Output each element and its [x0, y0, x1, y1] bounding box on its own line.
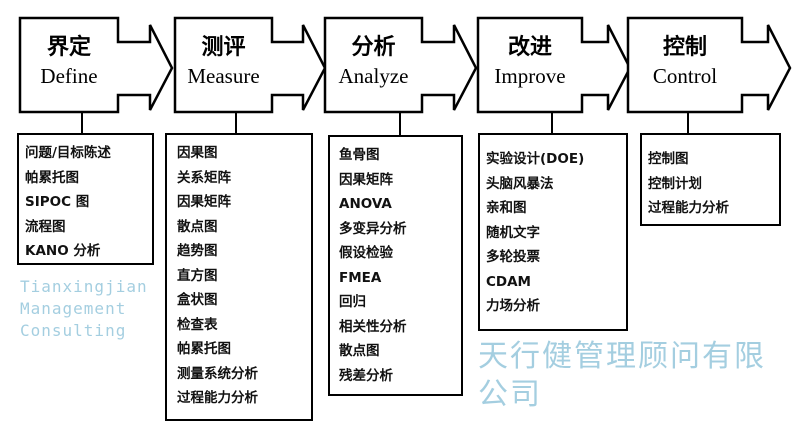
list-item: 多变异分析: [339, 220, 407, 237]
list-item: 帕累托图: [25, 169, 79, 186]
list-item: 过程能力分析: [177, 390, 258, 406]
list-item: ANOVA: [339, 196, 392, 212]
tool-list-measure: 因果图 关系矩阵 因果矩阵 散点图 趋势图 直方图 盒状图 检查表 帕累托图 测…: [165, 133, 313, 421]
tool-list-define: 问题/目标陈述 帕累托图 SIPOC 图 流程图 KANO 分析: [17, 133, 154, 265]
list-item: 散点图: [339, 343, 380, 359]
tool-list-analyze: 鱼骨图 因果矩阵 ANOVA 多变异分析 假设检验 FMEA 回归 相关性分析 …: [328, 135, 463, 396]
list-item: 假设检验: [339, 245, 393, 261]
list-item: FMEA: [339, 269, 382, 286]
list-item: 回归: [339, 294, 366, 310]
list-item: 关系矩阵: [177, 169, 231, 186]
stage-define: 界定 Define: [20, 34, 118, 90]
list-item: 检查表: [177, 316, 218, 333]
list-item: 因果图: [177, 145, 218, 161]
stage-arrow-control: [626, 16, 792, 114]
tool-list-control: 控制图 控制计划 过程能力分析: [640, 133, 781, 226]
list-item: 因果矩阵: [339, 171, 393, 188]
stage-arrow-analyze: [323, 16, 478, 114]
stage-arrow-measure: [173, 16, 327, 114]
stage-title-zh: 界定: [46, 35, 91, 60]
stage-improve: 改进 Improve: [478, 34, 582, 90]
list-item: 过程能力分析: [648, 200, 729, 216]
stage-analyze: 分析 Analyze: [325, 34, 422, 90]
stage-title-en: Analyze: [338, 64, 409, 88]
stage-title-zh: 控制: [662, 35, 707, 60]
list-item: CDAM: [486, 273, 531, 290]
list-item: 测量系统分析: [177, 365, 258, 382]
stage-measure: 测评 Measure: [175, 34, 272, 90]
stage-arrow-improve: [476, 16, 632, 114]
list-item: 盒状图: [177, 292, 218, 308]
stage-arrow-define: [18, 16, 174, 114]
list-item: 亲和图: [486, 200, 527, 216]
list-item: 散点图: [177, 218, 218, 235]
list-item: 实验设计(DOE): [486, 151, 585, 167]
stage-title-en: Define: [40, 64, 98, 88]
list-item: SIPOC 图: [25, 194, 90, 210]
list-item: 控制图: [648, 151, 689, 167]
list-item: 趋势图: [177, 243, 218, 259]
list-item: 相关性分析: [339, 318, 407, 335]
list-item: 因果矩阵: [177, 194, 231, 210]
stage-title-zh: 改进: [507, 35, 552, 60]
list-item: 问题/目标陈述: [25, 145, 111, 161]
stage-title-en: Control: [652, 64, 718, 88]
list-item: 流程图: [25, 218, 66, 235]
stage-title-en: Measure: [187, 64, 260, 88]
stage-control: 控制 Control: [628, 34, 742, 90]
list-item: 力场分析: [486, 298, 540, 314]
stage-title-zh: 测评: [201, 35, 246, 60]
stage-title-en: Improve: [494, 64, 566, 88]
list-item: 控制计划: [648, 175, 702, 192]
list-item: 随机文字: [486, 224, 540, 241]
list-item: 鱼骨图: [339, 147, 380, 163]
list-item: 头脑风暴法: [486, 175, 554, 192]
list-item: KANO 分析: [25, 243, 101, 259]
stage-title-zh: 分析: [351, 35, 396, 60]
tool-list-improve: 实验设计(DOE) 头脑风暴法 亲和图 随机文字 多轮投票 CDAM 力场分析: [478, 133, 628, 331]
list-item: 多轮投票: [486, 249, 540, 265]
list-item: 残差分析: [339, 367, 393, 384]
list-item: 直方图: [177, 267, 218, 284]
list-item: 帕累托图: [177, 341, 231, 357]
